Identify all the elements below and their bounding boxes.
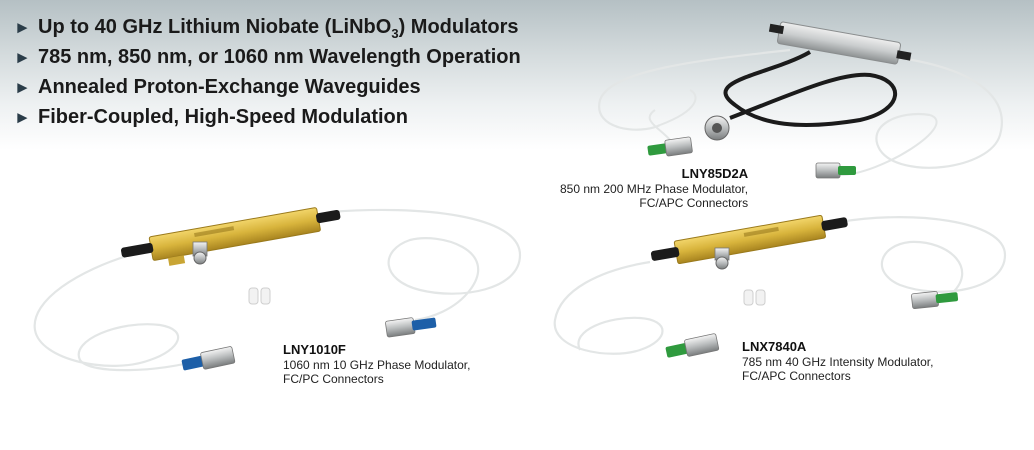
bullet-item: ►785 nm, 850 nm, or 1060 nm Wavelength O…	[14, 42, 521, 72]
product-description: 1060 nm 10 GHz Phase Modulator,	[283, 358, 471, 372]
modulator-lnx7840a	[553, 214, 1007, 358]
triangle-icon: ►	[14, 48, 31, 67]
bullet-item: ►Up to 40 GHz Lithium Niobate (LiNbO3) M…	[14, 12, 521, 42]
product-label-lny85d2a: LNY85D2A 850 nm 200 MHz Phase Modulator,…	[560, 166, 748, 210]
modulator-lny85d2a	[598, 21, 1003, 179]
part-number: LNY1010F	[283, 342, 346, 357]
part-number: LNX7840A	[742, 339, 807, 354]
bullet-item: ►Annealed Proton-Exchange Waveguides	[14, 72, 521, 102]
feature-bullets: ►Up to 40 GHz Lithium Niobate (LiNbO3) M…	[14, 12, 521, 132]
product-label-lny1010f: LNY1010F 1060 nm 10 GHz Phase Modulator,…	[283, 342, 470, 386]
connector-type: FC/PC Connectors	[283, 372, 384, 386]
connector-type: FC/APC Connectors	[639, 196, 749, 210]
product-description: 850 nm 200 MHz Phase Modulator,	[560, 182, 749, 196]
product-label-lnx7840a: LNX7840A 785 nm 40 GHz Intensity Modulat…	[742, 339, 933, 383]
connector-type: FC/APC Connectors	[742, 369, 851, 383]
triangle-icon: ►	[14, 78, 31, 97]
part-number: LNY85D2A	[681, 166, 749, 181]
product-description: 785 nm 40 GHz Intensity Modulator,	[742, 355, 934, 369]
bullet-item: ►Fiber-Coupled, High-Speed Modulation	[14, 102, 521, 132]
triangle-icon: ►	[14, 18, 31, 37]
triangle-icon: ►	[14, 108, 31, 127]
modulator-lny1010f	[33, 207, 522, 372]
